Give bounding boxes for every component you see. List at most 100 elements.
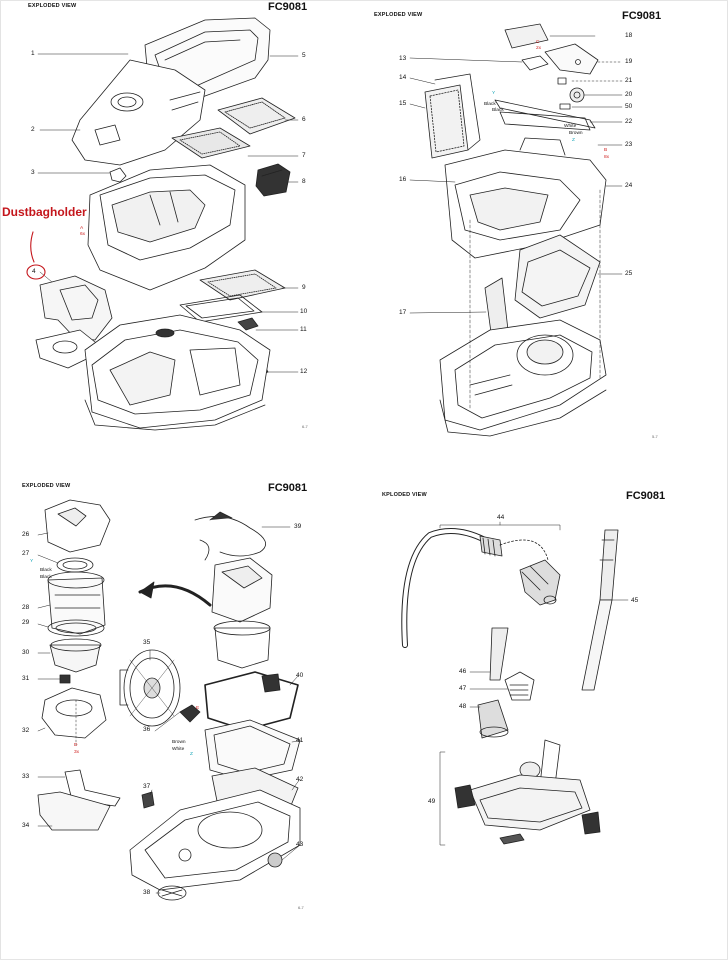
screw-code: D xyxy=(74,743,78,748)
callout-circle xyxy=(26,264,46,280)
part-number: 34 xyxy=(22,822,30,829)
screw-code: C xyxy=(536,40,540,45)
panel4-tube xyxy=(581,529,619,691)
part-number: 18 xyxy=(625,32,633,39)
panel2-leader-lines xyxy=(409,35,623,411)
part-number: 11 xyxy=(300,326,307,333)
screw-qty: 8x xyxy=(604,155,610,160)
panel2-body xyxy=(439,137,607,437)
screw-qty: 3x xyxy=(74,750,80,755)
part-number: 36 xyxy=(143,726,151,733)
screw-qty: 6x xyxy=(80,232,86,237)
part-number: 12 xyxy=(300,368,308,375)
part-number: 40 xyxy=(296,672,304,679)
panel1-leader-lines xyxy=(37,53,299,373)
part-number: 19 xyxy=(625,58,633,65)
dustbagholder-callout: Dustbagholder xyxy=(2,205,87,219)
part-number: 6 xyxy=(302,116,306,123)
part-number: 23 xyxy=(625,141,633,148)
wire-marker: Y xyxy=(492,91,496,96)
part-number: 21 xyxy=(625,77,633,84)
wire-label: White xyxy=(564,124,577,129)
part-number: 22 xyxy=(625,118,633,125)
wire-marker: Z xyxy=(572,138,575,143)
panel-header: EXPLODED VIEW xyxy=(28,3,77,9)
panel1-filters xyxy=(171,97,296,377)
part-number: 4 xyxy=(32,268,36,275)
panel-exploded-view-1: EXPLODED VIEW FC9081 Dustbagholder 1 2 3… xyxy=(0,0,364,480)
model-number: FC9081 xyxy=(268,482,308,494)
screw-code: A xyxy=(80,226,84,231)
wire-marker: Y xyxy=(30,559,34,564)
wire-label: Black xyxy=(492,108,504,113)
panel3-motor-stack xyxy=(37,499,212,831)
part-number: 20 xyxy=(625,91,633,98)
part-number: 15 xyxy=(399,100,407,107)
panel-exploded-view-3: EXPLODED VIEW FC9081 26 27 28 29 30 31 3… xyxy=(0,480,364,960)
part-number: 25 xyxy=(625,270,633,277)
wire-label: Black xyxy=(40,575,52,580)
page-ref: 6-7 xyxy=(302,424,308,429)
model-number: FC9081 xyxy=(626,490,666,502)
part-number: 37 xyxy=(143,783,151,790)
part-number: 44 xyxy=(497,514,505,521)
part-number: 27 xyxy=(22,550,30,557)
screw-code: E xyxy=(196,706,200,711)
wire-marker: Z xyxy=(190,752,193,757)
panel4-tools xyxy=(454,627,601,845)
part-number: 14 xyxy=(399,74,407,81)
wire-label: Brown xyxy=(172,740,186,745)
model-number: FC9081 xyxy=(622,10,662,22)
part-number: 26 xyxy=(22,531,30,538)
part-number: 47 xyxy=(459,685,467,692)
part-number: 9 xyxy=(302,284,306,291)
part-number: 28 xyxy=(22,604,30,611)
page-ref: 6-7 xyxy=(298,905,304,910)
part-number: 16 xyxy=(399,176,407,183)
part-number: 17 xyxy=(399,309,407,316)
part-number: 43 xyxy=(296,841,304,848)
part-number: 29 xyxy=(22,619,30,626)
part-number: 50 xyxy=(625,103,633,110)
wire-label: Black xyxy=(484,102,496,107)
part-number: 42 xyxy=(296,776,304,783)
panel-header: EXPLODED VIEW xyxy=(22,483,71,489)
panel4-leader-lines xyxy=(439,521,629,846)
panel3-cable-reel xyxy=(119,511,273,727)
panel-exploded-view-2: EXPLODED VIEW FC9081 13 14 15 16 17 18 1… xyxy=(364,0,728,480)
part-number: 39 xyxy=(294,523,302,530)
wire-label: White xyxy=(172,747,185,752)
part-number: 41 xyxy=(296,737,304,744)
part-number: 7 xyxy=(302,152,306,159)
part-number: 3 xyxy=(31,169,35,176)
part-number: 32 xyxy=(22,727,30,734)
panel3-base-and-filters xyxy=(129,671,301,901)
wire-label: Black xyxy=(40,568,52,573)
panel1-housing xyxy=(84,164,271,431)
part-number: 24 xyxy=(625,182,633,189)
panel1-dustbag-holder xyxy=(35,275,113,369)
panel-header: EXPLODED VIEW xyxy=(374,12,423,18)
panel2-cable-reel-parts xyxy=(424,23,599,159)
part-number: 33 xyxy=(22,773,30,780)
panel1-lid-top-cover xyxy=(71,17,271,183)
part-number: 31 xyxy=(22,675,30,682)
panel4-hose xyxy=(401,528,561,648)
page-ref: 5-7 xyxy=(652,434,658,439)
part-number: 5 xyxy=(302,52,306,59)
screw-code: B xyxy=(604,148,608,153)
part-number: 13 xyxy=(399,55,407,62)
callout-arrow xyxy=(30,231,35,263)
part-number: 48 xyxy=(459,703,467,710)
panel-header: KPLODED VIEW xyxy=(382,492,427,498)
part-number: 2 xyxy=(31,126,35,133)
part-number: 8 xyxy=(302,178,306,185)
panel3-leader-lines xyxy=(37,526,301,894)
part-number: 30 xyxy=(22,649,30,656)
model-number: FC9081 xyxy=(268,1,308,13)
part-number: 49 xyxy=(428,798,436,805)
part-number: 1 xyxy=(31,50,35,57)
panel-exploded-view-4: KPLODED VIEW FC9081 44 45 46 47 48 49 xyxy=(364,480,728,960)
